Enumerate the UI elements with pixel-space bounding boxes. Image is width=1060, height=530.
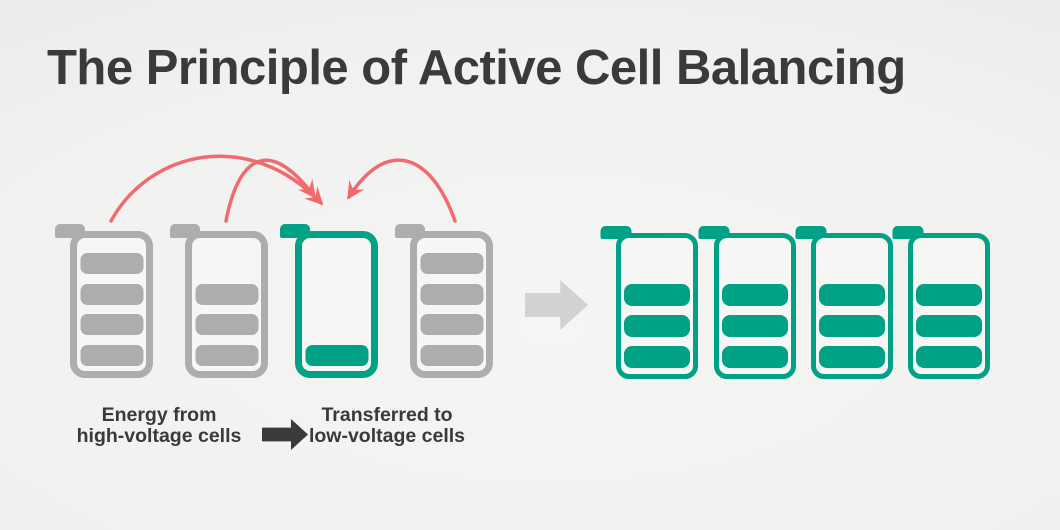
charge-bar <box>624 284 690 306</box>
energy-destination-label-line2: low-voltage cells <box>308 425 466 447</box>
battery-body <box>714 233 796 379</box>
energy-source-label: Energy from high-voltage cells <box>59 405 259 447</box>
charge-bar <box>80 284 143 305</box>
charge-bar <box>624 315 690 337</box>
charge-bar <box>722 284 788 306</box>
charge-bar <box>420 253 483 274</box>
transfer-arrow-from-cell-2 <box>224 158 316 223</box>
transfer-arrow-from-cell-1 <box>109 154 324 223</box>
charge-bar <box>624 346 690 368</box>
charge-bar <box>420 314 483 335</box>
charge-bar <box>819 315 885 337</box>
charge-bar <box>916 346 982 368</box>
energy-source-label-line2: high-voltage cells <box>76 425 242 447</box>
energy-destination-label: Transferred to low-voltage cells <box>277 405 497 447</box>
charge-bar <box>80 314 143 335</box>
charge-bar <box>305 345 368 366</box>
charge-bar <box>420 345 483 366</box>
charge-bar <box>916 315 982 337</box>
transfer-arrow-from-cell-4 <box>347 158 457 223</box>
battery-body <box>295 231 378 378</box>
battery-body <box>811 233 893 379</box>
battery-body <box>70 231 153 378</box>
charge-bar <box>722 315 788 337</box>
energy-source-label-line1: Energy from <box>101 404 217 426</box>
battery-body <box>616 233 698 379</box>
charge-bar <box>80 253 143 274</box>
battery-body <box>185 231 268 378</box>
battery-body <box>410 231 493 378</box>
charge-bar <box>420 284 483 305</box>
charge-bar <box>819 346 885 368</box>
charge-bar <box>195 284 258 305</box>
charge-bar <box>722 346 788 368</box>
charge-bar <box>195 314 258 335</box>
energy-destination-label-line1: Transferred to <box>321 404 453 426</box>
battery-body <box>908 233 990 379</box>
charge-bar <box>195 345 258 366</box>
page-title: The Principle of Active Cell Balancing <box>47 41 906 95</box>
charge-bar <box>819 284 885 306</box>
charge-bar <box>916 284 982 306</box>
balancing-result-arrow <box>525 280 588 330</box>
charge-bar <box>80 345 143 366</box>
